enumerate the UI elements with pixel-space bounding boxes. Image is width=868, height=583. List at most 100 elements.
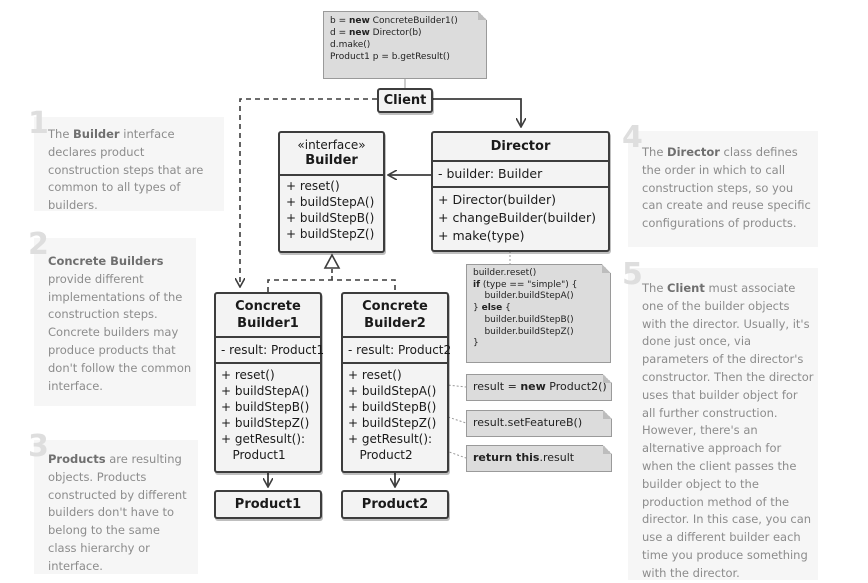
reset-note: result = new Product2()	[466, 374, 612, 401]
director-fields: - builder: Builder	[433, 160, 608, 186]
desc-text: provide different implementations of the…	[48, 271, 192, 393]
cb2-field: - result: Product2	[343, 336, 451, 362]
desc-text: The	[642, 145, 668, 159]
description-3-number: 3	[28, 429, 49, 464]
concrete-builder1-box: Concrete Builder1 - result: Product1 + r…	[214, 292, 324, 473]
client-note-line: d = new Director(b)	[330, 27, 480, 39]
code-text: .result	[539, 451, 575, 464]
director-methods: + Director(builder) + changeBuilder(build…	[433, 186, 608, 248]
client-note-line: d.make()	[330, 39, 480, 51]
director-make-note: builder.reset()if (type == "simple") { b…	[466, 264, 611, 363]
client-director-association	[433, 98, 521, 127]
description-4-text: The Director class defines the order in …	[642, 144, 816, 233]
builder-name: Builder	[305, 153, 358, 168]
description-4-number: 4	[622, 120, 643, 155]
stepb-note: result.setFeatureB()	[466, 410, 612, 437]
code-text: b =	[330, 16, 349, 26]
code-text: result.setFeatureB()	[473, 416, 583, 429]
code-text: {	[502, 303, 511, 314]
desc-bold: Builder	[73, 127, 120, 141]
product1-label: Product1	[234, 497, 302, 512]
cb1-field: - result: Product1	[216, 336, 324, 362]
cb1-methods: + reset() + buildStepA() + buildStepB() + b…	[216, 362, 320, 466]
builder-methods: + reset() + buildStepA() + buildStepB() + b…	[280, 174, 383, 244]
description-1-number: 1	[28, 106, 49, 141]
product2-label: Product2	[361, 497, 429, 512]
description-5-text: The Client must associate one of the bui…	[642, 280, 814, 583]
desc-bold: Products	[48, 452, 106, 466]
client-note-line: b = new ConcreteBuilder1()	[330, 15, 480, 27]
desc-text: The	[48, 127, 74, 141]
desc-text: are resulting objects. Products construc…	[48, 452, 187, 573]
director-note-line: } else {	[473, 303, 604, 315]
cb1-method: + getResult():	[221, 432, 306, 446]
code-text: result =	[473, 380, 521, 393]
cb2-method: Product2	[348, 448, 413, 462]
description-4: 4 The Director class defines the order i…	[622, 123, 818, 247]
description-1: 1 The Builder interface declares product…	[28, 109, 224, 213]
builder-method: + reset()	[286, 179, 340, 193]
client-code-note: b = new ConcreteBuilder1()d = new Direct…	[323, 11, 487, 79]
code-text: d.make()	[330, 40, 371, 50]
desc-text: interface declares product construction …	[48, 127, 204, 213]
builder-method: + buildStepB()	[286, 211, 375, 225]
code-text: }	[473, 303, 482, 314]
description-2: 2 Concrete Builders provide different im…	[28, 230, 196, 406]
code-keyword: new	[348, 16, 370, 26]
builder-method: + buildStepZ()	[286, 227, 375, 241]
code-text: ConcreteBuilder1()	[369, 16, 458, 26]
cb1-name-line2: Builder1	[237, 316, 299, 331]
desc-text: must associate one of the builder object…	[642, 281, 814, 580]
code-text: builder.reset()	[473, 268, 537, 278]
cb1-method: + buildStepB()	[221, 400, 310, 414]
code-keyword: else	[481, 303, 503, 314]
cb1-method: + buildStepZ()	[221, 416, 310, 430]
director-method: + changeBuilder(builder)	[438, 210, 596, 225]
code-text: Product1 p = b.getResult()	[330, 52, 450, 62]
cb2-method: + buildStepZ()	[348, 416, 437, 430]
director-field: - builder: Builder	[438, 166, 543, 181]
cb2-method: + reset()	[348, 368, 402, 382]
description-2-number: 2	[28, 227, 49, 262]
builder-method: + buildStepA()	[286, 195, 375, 209]
director-note-line: builder.buildStepB()	[473, 315, 604, 327]
desc-bold: Director	[667, 145, 720, 159]
cb1-method: Product1	[221, 448, 286, 462]
client-note-line: Product1 p = b.getResult()	[330, 51, 480, 63]
director-note-line: builder.reset()	[473, 268, 604, 280]
director-box: Director - builder: Builder + Director(b…	[431, 131, 610, 252]
product2-box: Product2	[341, 490, 449, 519]
desc-text: The	[642, 281, 668, 295]
description-3: 3 Products are resulting objects. Produc…	[28, 432, 198, 576]
builder-stereotype: «interface»	[297, 138, 366, 152]
description-2-text: Concrete Builders provide different impl…	[48, 253, 194, 395]
code-keyword: new	[520, 380, 546, 393]
director-name: Director	[490, 139, 551, 154]
code-keyword: return this	[473, 451, 540, 464]
cb2-method: + buildStepA()	[348, 384, 437, 398]
code-text: builder.buildStepB()	[473, 314, 574, 325]
director-method: + make(type)	[438, 228, 525, 243]
builder-interface-box: «interface» Builder + reset() + buildStep…	[278, 131, 385, 253]
client-box: Client	[377, 88, 433, 113]
director-note-line: builder.buildStepZ()	[473, 327, 604, 339]
description-3-text: Products are resulting objects. Products…	[48, 451, 192, 576]
cb1-method: + reset()	[221, 368, 275, 382]
cb1-method: + buildStepA()	[221, 384, 310, 398]
code-keyword: new	[348, 28, 370, 38]
getresult-note: return this.result	[466, 445, 612, 472]
desc-bold: Concrete Builders	[48, 254, 164, 268]
director-note-line: builder.buildStepA()	[473, 291, 604, 303]
code-text: d =	[330, 28, 349, 38]
code-text: }	[473, 338, 479, 349]
description-5-number: 5	[622, 257, 643, 292]
product1-box: Product1	[214, 490, 322, 519]
director-method: + Director(builder)	[438, 192, 556, 207]
realization-triangle	[323, 253, 341, 269]
code-text: builder.buildStepZ()	[473, 326, 574, 337]
description-5: 5 The Client must associate one of the b…	[622, 260, 818, 583]
code-keyword: if	[473, 279, 481, 290]
cb2-method: + getResult():	[348, 432, 433, 446]
code-text: Director(b)	[369, 28, 422, 38]
client-label: Client	[383, 93, 427, 108]
